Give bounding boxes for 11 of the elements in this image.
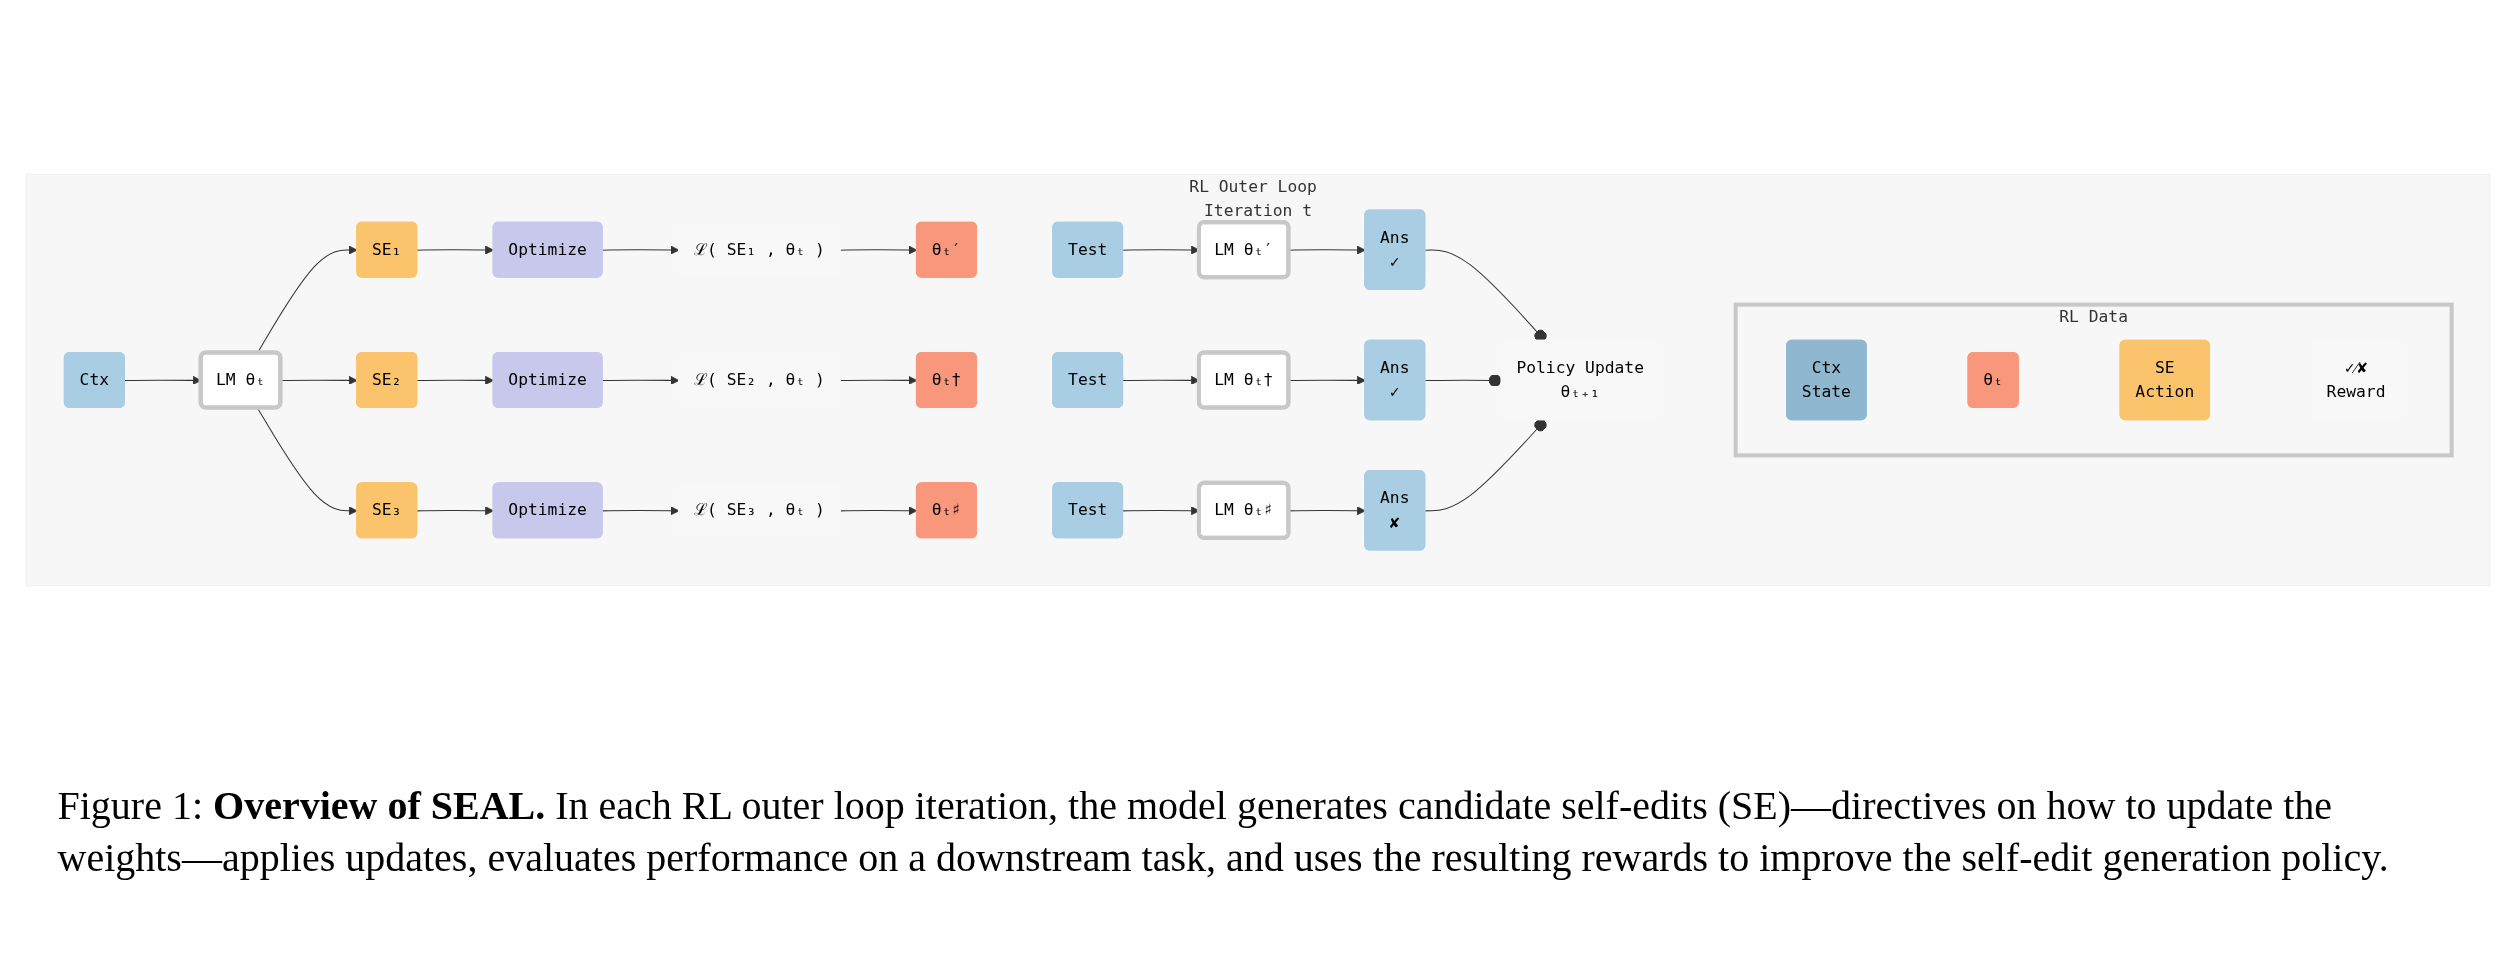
node-text: ℒ( SE₂ , θₜ ) (693, 369, 825, 390)
arrow (601, 245, 679, 255)
connector (1424, 419, 1547, 512)
node-text: ℒ( SE₃ , θₜ ) (693, 500, 825, 520)
node-text: Policy Update θₜ₊₁ (1515, 357, 1644, 402)
arrow (601, 506, 679, 516)
figure-caption: Figure 1: Overview of SEAL. In each RL outer loop iteration, the model generates candidate self-edits (SE)—directives on how to update the weights—applies updates, evaluates performance on a downstream task, and uses the resulting rewards to improve the self-edit generation policy. (57, 782, 2390, 882)
node-text: ✓⁄✘ Reward (2326, 357, 2385, 402)
node-text: ℒ( SE₁ , θₜ ) (693, 239, 825, 259)
connector (1424, 249, 1547, 342)
arrow (601, 375, 679, 385)
